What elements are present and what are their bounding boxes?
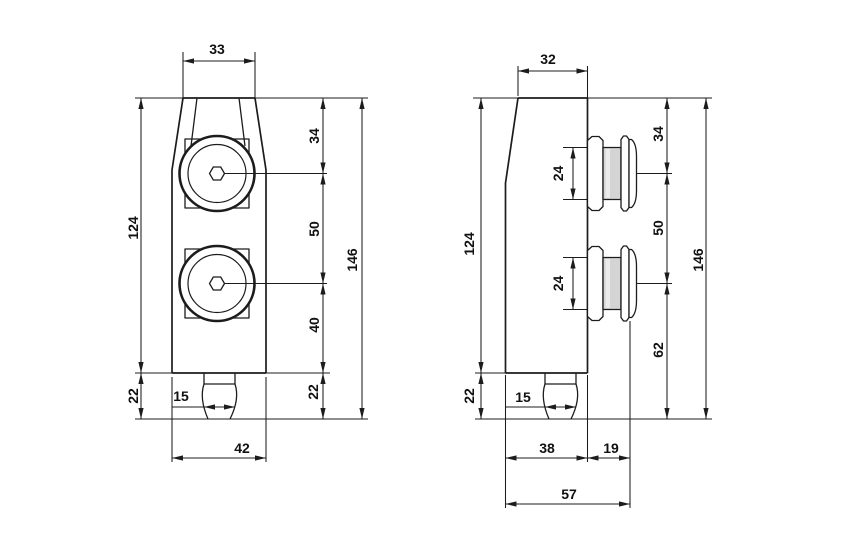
front-view: 33 124 22 34 50 40 22 146 15 42 bbox=[125, 41, 368, 462]
dim-label-top-width: 33 bbox=[209, 41, 225, 57]
dim-label-side-body-height: 124 bbox=[461, 232, 477, 256]
front-tab-extension-lines bbox=[182, 52, 256, 98]
upper-knob bbox=[586, 135, 638, 212]
lower-knob-cap bbox=[628, 248, 638, 319]
upper-knob-inner-washer bbox=[586, 135, 604, 212]
side-view: 32 124 22 24 24 34 50 62 146 15 38 19 57 bbox=[461, 51, 712, 508]
side-pin-barrel bbox=[542, 383, 579, 420]
lower-bolt bbox=[178, 244, 256, 323]
upper-bolt bbox=[178, 134, 256, 213]
dim-label-overall-height: 146 bbox=[344, 248, 360, 272]
dim-label-lower-axis-to-base: 40 bbox=[306, 317, 322, 333]
dim-label-knob-lower-dia: 24 bbox=[550, 276, 566, 292]
front-width-extension-lines bbox=[171, 377, 267, 462]
dim-label-pin-width: 15 bbox=[173, 388, 189, 404]
upper-bolt-hex-socket bbox=[208, 166, 226, 181]
dim-label-overall-depth: 57 bbox=[561, 486, 577, 502]
dim-label-side-overall-height: 146 bbox=[690, 248, 706, 272]
side-pin-collar bbox=[544, 373, 577, 385]
dim-label-top-depth: 32 bbox=[540, 51, 556, 67]
dim-label-lower-axis-to-bottom: 62 bbox=[650, 342, 666, 358]
dim-label-top-to-upper-axis: 34 bbox=[306, 128, 322, 144]
dim-label-base-height-right: 22 bbox=[305, 384, 321, 400]
lower-knob-outer-washer bbox=[620, 245, 630, 322]
dim-label-knob-length: 19 bbox=[603, 440, 619, 456]
side-width-extension-lines bbox=[504, 321, 631, 508]
dim-label-side-pin-width: 15 bbox=[515, 389, 531, 405]
front-glass-slot-lines bbox=[190, 97, 246, 147]
dim-label-body-height: 124 bbox=[125, 216, 141, 240]
lower-knob-inner-washer bbox=[586, 245, 604, 322]
lower-knob-gasket-highlight bbox=[605, 259, 610, 308]
dim-label-body-depth: 38 bbox=[539, 440, 555, 456]
upper-knob-outer-washer bbox=[620, 135, 630, 212]
side-back-outline bbox=[504, 97, 519, 373]
side-knob-dia-extension-lines bbox=[563, 146, 601, 311]
dim-label-axis-spacing: 50 bbox=[306, 221, 322, 237]
lower-knob bbox=[586, 245, 638, 322]
dim-label-side-base-height: 22 bbox=[461, 388, 477, 404]
dim-label-side-axis-spacing: 50 bbox=[650, 220, 666, 236]
upper-knob-gasket-highlight bbox=[605, 149, 610, 198]
front-left-outline bbox=[171, 97, 184, 373]
upper-knob-cap bbox=[628, 138, 638, 209]
dim-label-knob-upper-dia: 24 bbox=[550, 166, 566, 182]
lower-bolt-hex-socket bbox=[208, 276, 226, 291]
front-pin-barrel bbox=[201, 383, 238, 420]
dim-label-side-top-to-upper-axis: 34 bbox=[650, 126, 666, 142]
front-axis-leader-lines bbox=[225, 172, 327, 285]
front-pin-collar bbox=[203, 373, 236, 385]
dim-label-base-height-left: 22 bbox=[125, 388, 141, 404]
dim-label-body-width: 42 bbox=[234, 440, 250, 456]
front-right-outline bbox=[254, 97, 267, 373]
